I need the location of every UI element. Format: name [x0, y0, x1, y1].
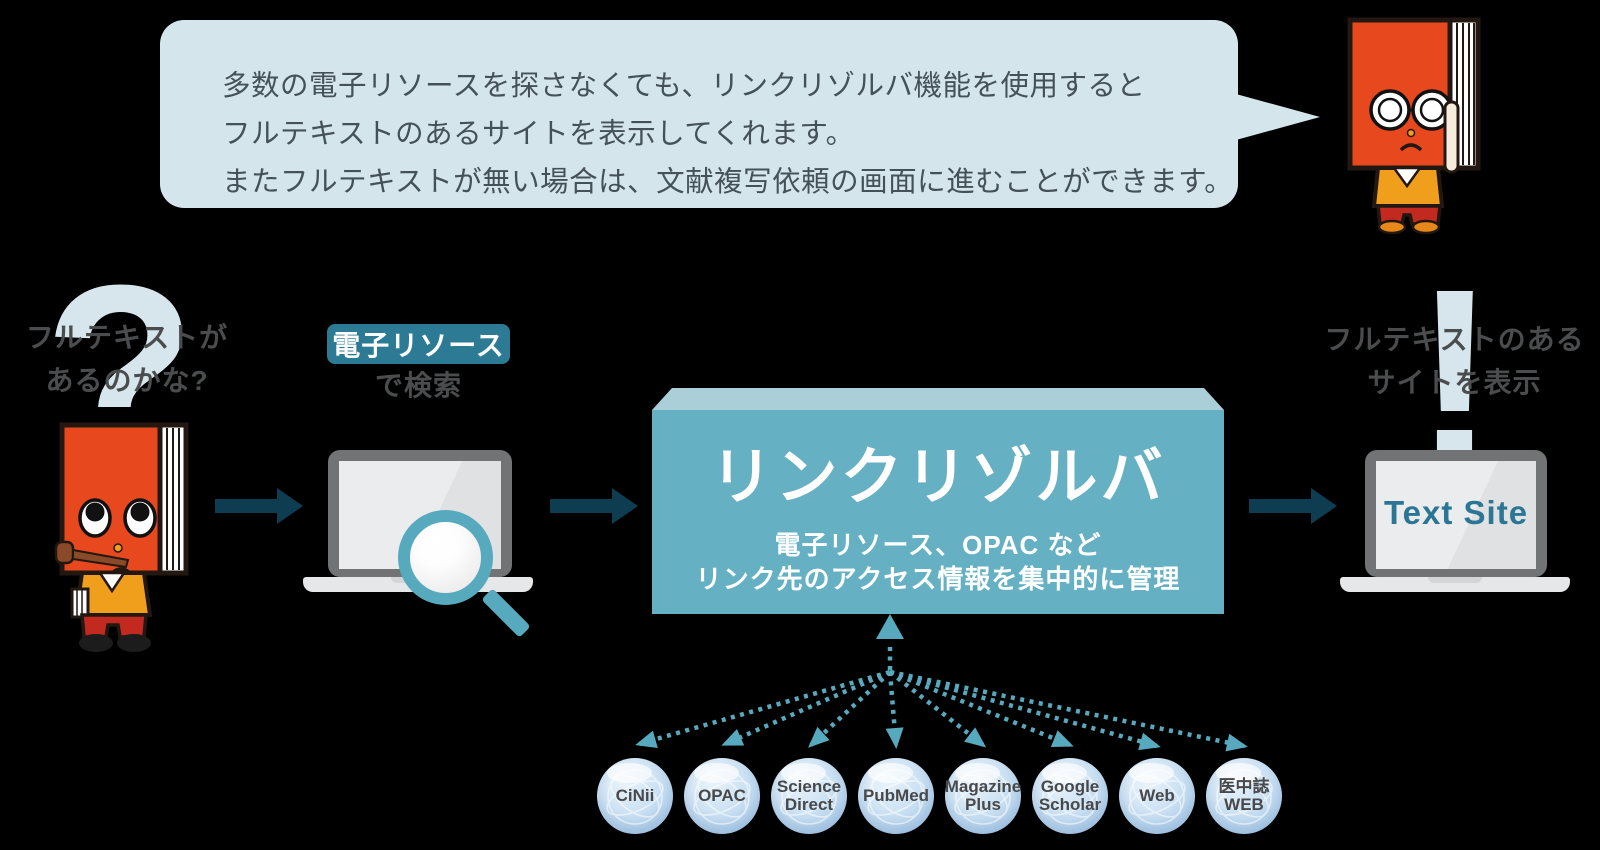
up-arrow-head [876, 614, 904, 639]
globe-icon [693, 769, 751, 825]
arrow-shaft [1249, 499, 1313, 513]
result-caption-line1: フルテキストのある [1324, 324, 1585, 355]
globe-icon [867, 769, 925, 825]
db-label-line: 医中誌 [1218, 777, 1270, 796]
db-label-line: WEB [1224, 795, 1264, 814]
globe-icon [954, 769, 1012, 825]
db-label-line: Direct [784, 795, 834, 814]
resolver-subtitle-line2: リンク先のアクセス情報を集中的に管理 [695, 564, 1181, 594]
question-caption-line2: あるのかな? [45, 365, 209, 396]
flow-arrow-3 [1249, 488, 1337, 524]
book-character-thinking [54, 422, 189, 652]
magnifier-handle [481, 588, 531, 638]
magnifier-icon [398, 510, 493, 605]
dotted-connection-rays [635, 614, 1248, 752]
database-globe-magazine-plus: Magazine Plus [945, 758, 1021, 834]
flow-arrow-2 [550, 488, 638, 524]
flow-arrow-1 [215, 488, 303, 524]
laptop-screen: Text Site [1365, 450, 1547, 577]
search-suffix: で検索 [374, 370, 462, 401]
database-globe-cinii: CiNii [597, 758, 673, 834]
question-caption: フルテキストが あるのかな? [7, 316, 247, 402]
database-globe-science-direct: Science Direct [771, 758, 847, 834]
book-character-explaining [1347, 17, 1481, 234]
db-label-line: Magazine [944, 777, 1022, 796]
db-label-line: Science [776, 777, 842, 796]
globe-icon [606, 769, 664, 825]
question-caption-line1: フルテキストが [25, 322, 229, 353]
db-label-line: Scholar [1038, 795, 1102, 814]
database-globe-web: Web [1119, 758, 1195, 834]
resolver-box-top-face [652, 388, 1224, 410]
db-label-line: Google [1040, 777, 1100, 796]
text-site-label: Text Site [1383, 494, 1529, 531]
db-label-line: PubMed [862, 786, 930, 805]
bubble-text-line3: またフルテキストが無い場合は、文献複写依頼の画面に進むことができます。 [222, 166, 1234, 198]
bubble-text-line2: フルテキストのあるサイトを表示してくれます。 [222, 118, 855, 150]
laptop-base-notch [1428, 577, 1482, 583]
electronic-resource-badge: 電子リソース [327, 324, 510, 364]
db-label-line: OPAC [698, 786, 746, 805]
db-label-line: Web [1139, 786, 1175, 805]
globe-icon [1128, 769, 1186, 825]
arrow-head [277, 488, 303, 524]
resolver-subtitle-line1: 電子リソース、OPAC など [774, 530, 1102, 560]
result-caption: フルテキストのある サイトを表示 [1322, 318, 1587, 404]
db-label-line: CiNii [615, 786, 655, 805]
globe-icon [1041, 769, 1099, 825]
globe-icon [780, 769, 838, 825]
database-globe-opac: OPAC [684, 758, 760, 834]
database-globe-pubmed: PubMed [858, 758, 934, 834]
globe-icon [1215, 769, 1273, 825]
database-globe-ichushi-web: 医中誌 WEB [1206, 758, 1282, 834]
result-caption-line2: サイトを表示 [1367, 367, 1542, 398]
db-label-line: Plus [965, 795, 1001, 814]
arrow-head [612, 488, 638, 524]
laptop-base [1340, 577, 1570, 592]
resolver-title: リンクリゾルバ [710, 443, 1166, 512]
arrow-shaft [215, 499, 279, 513]
arrow-shaft [550, 499, 614, 513]
bubble-text-line1: 多数の電子リソースを探さなくても、リンクリゾルバ機能を使用すると [222, 70, 1146, 102]
laptop-screen-inner [1376, 461, 1536, 569]
database-globe-google-scholar: Google Scholar [1032, 758, 1108, 834]
speech-bubble: 多数の電子リソースを探さなくても、リンクリゾルバ機能を使用すると フルテキストの… [160, 20, 1238, 208]
resolver-box: リンクリゾルバ 電子リソース、OPAC など リンク先のアクセス情報を集中的に管… [652, 410, 1224, 614]
speech-bubble-pointer [1236, 94, 1320, 140]
arrow-head [1311, 488, 1337, 524]
